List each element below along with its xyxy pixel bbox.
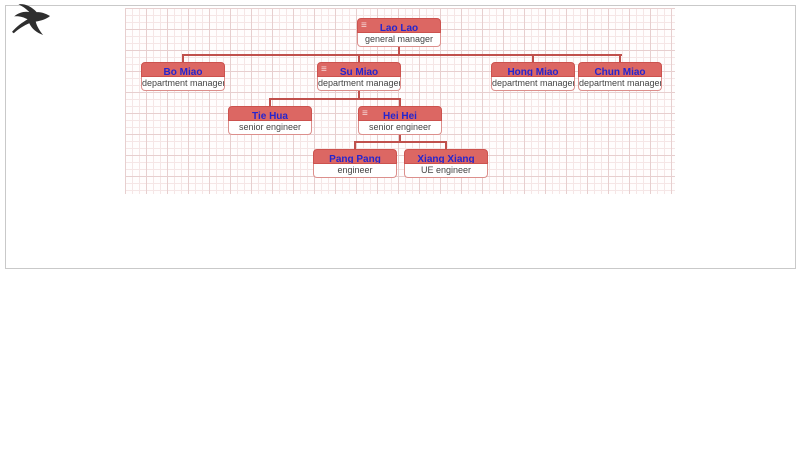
org-node-bo-miao[interactable]: Bo Miao department manager (141, 62, 225, 91)
node-title-bar: Bo Miao (141, 62, 225, 77)
node-name-link[interactable]: Chun Miao (594, 67, 646, 77)
node-role: department manager (317, 77, 401, 91)
node-name-link[interactable]: Hong Miao (507, 67, 559, 77)
swallow-logo-icon[interactable] (9, 3, 53, 41)
node-role: senior engineer (228, 121, 312, 135)
node-name-link[interactable]: Bo Miao (163, 67, 203, 77)
connector-line (354, 141, 447, 143)
connector-line (399, 135, 401, 141)
org-node-pang-pang[interactable]: Pang Pang engineer (313, 149, 397, 178)
node-title-bar: ≡ Hei Hei (358, 106, 442, 121)
node-title-bar: Chun Miao (578, 62, 662, 77)
node-role: department manager (141, 77, 225, 91)
org-node-lao-lao[interactable]: ≡ Lao Lao general manager (357, 18, 441, 47)
connector-line (269, 98, 271, 106)
node-name-link[interactable]: Tie Hua (252, 111, 288, 121)
node-name-link[interactable]: Su Miao (339, 67, 379, 77)
org-node-hong-miao[interactable]: Hong Miao department manager (491, 62, 575, 91)
connector-line (269, 98, 401, 100)
node-name-link[interactable]: Hei Hei (383, 111, 417, 121)
node-title-bar: Pang Pang (313, 149, 397, 164)
node-title-bar: ≡ Su Miao (317, 62, 401, 77)
node-name-link[interactable]: Xiang Xiang (417, 154, 475, 164)
node-title-bar: Xiang Xiang (404, 149, 488, 164)
org-chart-canvas: ≡ Lao Lao general manager Bo Miao depart… (125, 8, 675, 194)
node-role: senior engineer (358, 121, 442, 135)
node-role: engineer (313, 164, 397, 178)
node-role: general manager (357, 33, 441, 47)
node-title-bar: Hong Miao (491, 62, 575, 77)
node-role: department manager (578, 77, 662, 91)
connector-line (398, 47, 400, 54)
connector-line (532, 54, 534, 62)
node-role: department manager (491, 77, 575, 91)
connector-line (445, 141, 447, 149)
connector-line (354, 141, 356, 149)
menu-icon[interactable]: ≡ (361, 20, 367, 31)
node-name-link[interactable]: Pang Pang (329, 154, 381, 164)
connector-line (358, 91, 360, 98)
org-node-xiang-xiang[interactable]: Xiang Xiang UE engineer (404, 149, 488, 178)
connector-line (182, 54, 622, 56)
menu-icon[interactable]: ≡ (362, 108, 368, 119)
connector-line (182, 54, 184, 62)
node-title-bar: ≡ Lao Lao (357, 18, 441, 33)
connector-line (619, 54, 621, 62)
node-title-bar: Tie Hua (228, 106, 312, 121)
org-node-tie-hua[interactable]: Tie Hua senior engineer (228, 106, 312, 135)
connector-line (399, 98, 401, 106)
org-node-hei-hei[interactable]: ≡ Hei Hei senior engineer (358, 106, 442, 135)
node-role: UE engineer (404, 164, 488, 178)
node-name-link[interactable]: Lao Lao (379, 23, 419, 33)
org-node-su-miao[interactable]: ≡ Su Miao department manager (317, 62, 401, 91)
org-node-chun-miao[interactable]: Chun Miao department manager (578, 62, 662, 91)
menu-icon[interactable]: ≡ (321, 64, 327, 75)
connector-line (358, 54, 360, 62)
